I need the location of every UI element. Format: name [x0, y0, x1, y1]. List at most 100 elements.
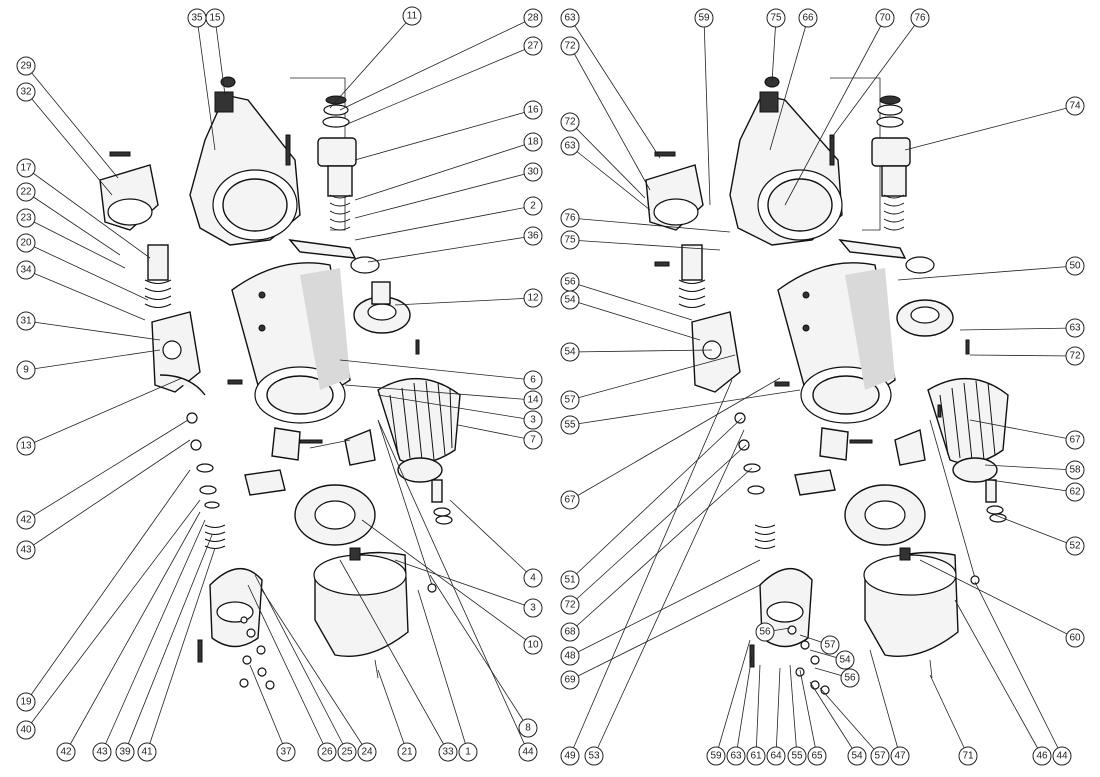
callout-number: 39 — [119, 747, 131, 758]
right-callout-56: 56 — [840, 668, 860, 688]
callout-circle — [518, 718, 538, 738]
left-callout-12: 12 — [523, 288, 543, 308]
left-callout-4: 4 — [523, 568, 543, 588]
right-leader-line — [569, 121, 646, 199]
callout-circle — [16, 692, 36, 712]
left-leader-line — [25, 320, 161, 341]
callout-circle — [766, 746, 786, 766]
left-callout-14: 14 — [523, 390, 543, 410]
callout-circle — [523, 8, 543, 28]
left-callout-8: 8 — [518, 718, 538, 738]
callout-number: 12 — [527, 293, 539, 304]
callout-circle — [560, 622, 580, 642]
callout-number: 25 — [341, 747, 353, 758]
callout-circle — [523, 390, 543, 410]
callout-number: 1 — [465, 747, 471, 758]
callout-number: 42 — [60, 747, 72, 758]
right-callout-53: 53 — [584, 746, 604, 766]
right-leader-line — [703, 17, 711, 206]
callout-circle — [1065, 256, 1085, 276]
right-callout-64: 64 — [766, 746, 786, 766]
right-leader-line — [929, 674, 969, 757]
callout-circle — [16, 311, 36, 331]
right-callout-60: 60 — [1065, 628, 1085, 648]
left-callout-3: 3 — [523, 598, 543, 618]
callout-number: 30 — [527, 167, 539, 178]
left-leader-line — [247, 584, 328, 753]
left-leader-line — [344, 384, 534, 401]
callout-number: 17 — [20, 163, 32, 174]
callout-number: 72 — [564, 41, 576, 52]
left-leader-line — [101, 519, 206, 753]
right-leader-line — [755, 664, 761, 757]
callout-circle — [56, 742, 76, 762]
callout-circle — [276, 742, 296, 762]
left-callout-27: 27 — [523, 36, 543, 56]
right-callout-75: 75 — [766, 8, 786, 28]
callout-circle — [523, 36, 543, 56]
callout-number: 54 — [564, 295, 576, 306]
right-leader-line — [959, 327, 1076, 331]
right-callout-56: 56 — [755, 622, 775, 642]
callout-circle — [1065, 430, 1085, 450]
callout-circle — [16, 82, 36, 102]
right-callout-44: 44 — [1052, 746, 1072, 766]
left-leader-line — [361, 519, 534, 646]
right-leader-line — [771, 17, 777, 83]
callout-circle — [337, 742, 357, 762]
right-callout-72: 72 — [560, 595, 580, 615]
left-leader-line — [354, 141, 534, 201]
callout-number: 76 — [564, 213, 576, 224]
pinion-shaft — [838, 95, 935, 274]
callout-number: 52 — [1069, 541, 1081, 552]
callout-number: 55 — [564, 420, 576, 431]
solenoid-plunger — [678, 244, 741, 393]
callout-circle — [694, 8, 714, 28]
callout-number: 76 — [914, 13, 926, 24]
right-callout-59: 59 — [694, 8, 714, 28]
right-leader-line — [829, 17, 921, 141]
left-callout-44: 44 — [518, 742, 538, 762]
left-callout-16: 16 — [523, 100, 543, 120]
left-leader-line — [367, 235, 534, 263]
right-callout-61: 61 — [746, 746, 766, 766]
callout-circle — [523, 162, 543, 182]
callout-number: 14 — [527, 395, 539, 406]
callout-number: 49 — [564, 751, 576, 762]
right-callout-47: 47 — [890, 746, 910, 766]
left-callout-24: 24 — [357, 742, 377, 762]
right-exploded-view — [645, 76, 1009, 695]
callout-number: 72 — [1069, 351, 1081, 362]
left-leader-line — [146, 547, 216, 753]
left-leader-line — [377, 419, 529, 753]
callout-number: 72 — [564, 117, 576, 128]
right-leader-line — [775, 667, 781, 757]
right-leader-line — [569, 17, 661, 159]
callout-circle — [523, 568, 543, 588]
callout-number: 10 — [527, 640, 539, 651]
callout-number: 34 — [20, 265, 32, 276]
right-callout-70: 70 — [875, 8, 895, 28]
callout-circle — [1065, 346, 1085, 366]
right-leader-line — [569, 217, 731, 233]
left-leader-line — [25, 499, 201, 731]
drive-end-bracket — [729, 91, 843, 246]
right-callout-67: 67 — [560, 490, 580, 510]
callout-circle — [1065, 536, 1085, 556]
callout-number: 64 — [770, 751, 782, 762]
right-leader-line — [569, 354, 736, 401]
callout-number: 44 — [522, 747, 534, 758]
right-callout-57: 57 — [820, 635, 840, 655]
right-leader-line — [715, 639, 751, 757]
left-callout-35: 35 — [187, 8, 207, 28]
callout-number: 35 — [191, 13, 203, 24]
callout-circle — [560, 490, 580, 510]
right-callout-63: 63 — [560, 136, 580, 156]
callout-number: 20 — [20, 238, 32, 249]
left-callout-29: 29 — [16, 56, 36, 76]
end-cover — [313, 547, 409, 679]
right-leader-line — [869, 649, 901, 757]
right-leader-line — [904, 105, 1076, 151]
left-leader-line — [457, 424, 534, 441]
